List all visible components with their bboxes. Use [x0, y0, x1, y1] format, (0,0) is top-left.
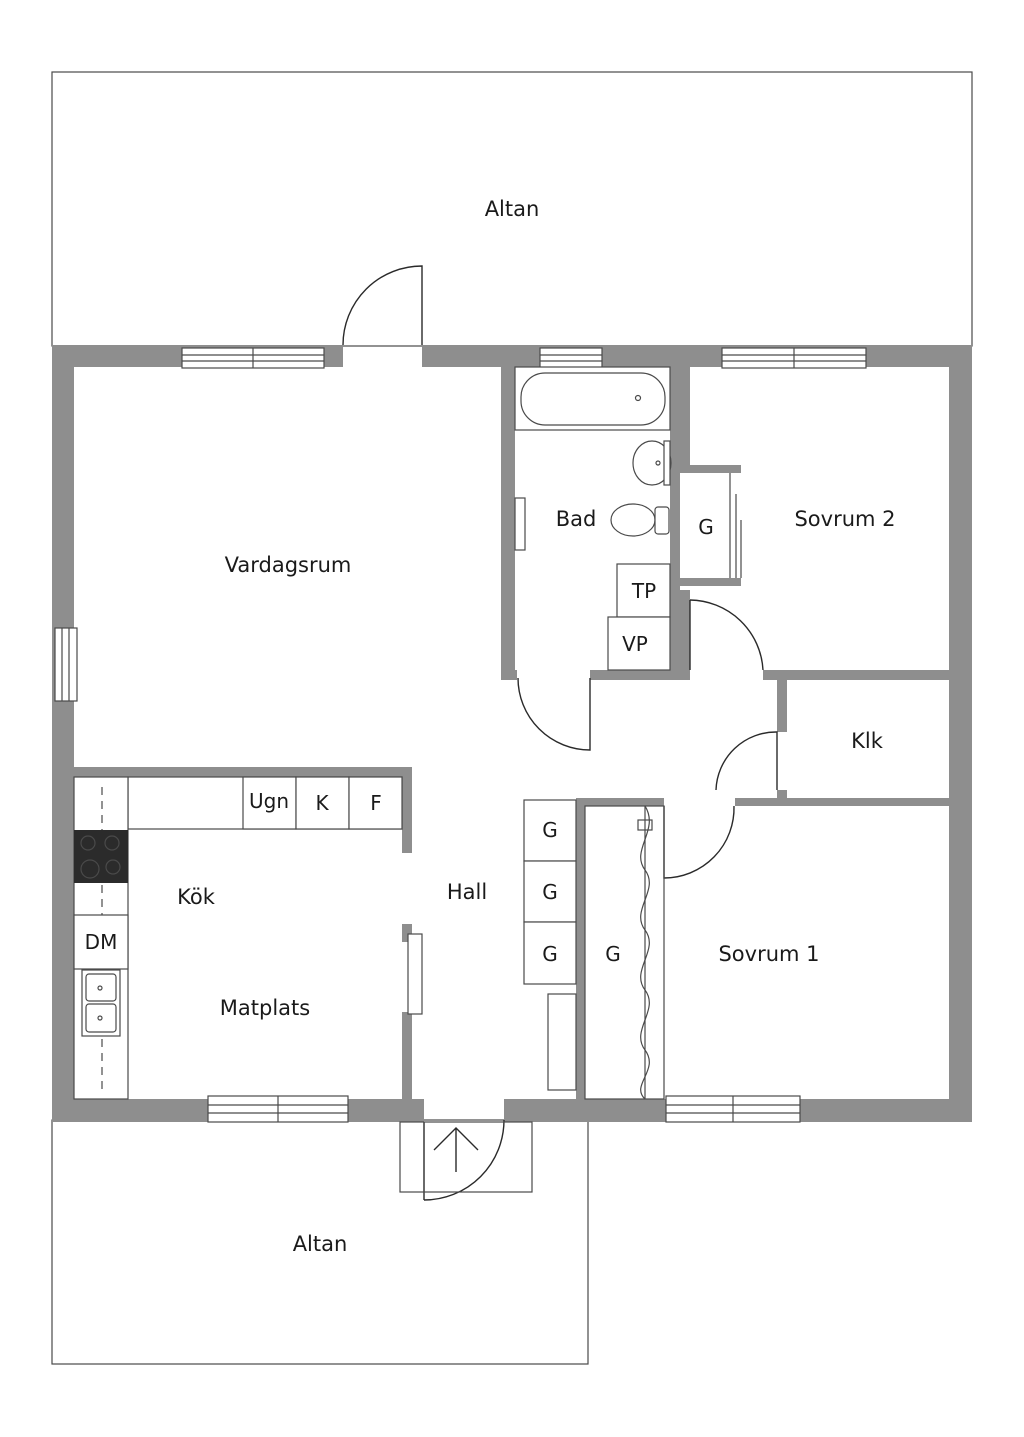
room-label-sovrum2: Sovrum 2	[794, 507, 895, 531]
wall-g-closet-top	[680, 465, 741, 473]
door-sovrum1	[663, 805, 735, 879]
g-hall-box-1	[523, 799, 577, 862]
room-labels: Altan Vardagsrum Bad Sovrum 2 Klk Kök Ha…	[177, 197, 895, 1256]
window-vardagsrum-left	[54, 627, 78, 702]
wardrobe-sovrum1	[584, 805, 665, 1100]
g-hall-box-3	[523, 921, 577, 985]
entrance-arrow-icon	[433, 1127, 479, 1172]
wall-kitchen-top	[74, 767, 412, 777]
wall-bad-bottom-left	[501, 670, 517, 680]
window-bad-top	[539, 347, 603, 369]
room-label-kok: Kök	[177, 885, 216, 909]
hall-wardrobes	[523, 799, 577, 1091]
label-g-hall-2: G	[542, 880, 558, 904]
vp-box	[607, 616, 671, 671]
label-vp: VP	[622, 632, 648, 656]
wall-sovrum1-top	[576, 798, 664, 806]
wall-right	[949, 345, 972, 1122]
label-dm: DM	[85, 930, 118, 954]
wall-sovrum2-left-lower	[680, 590, 690, 680]
wall-klk-bottom	[735, 798, 951, 806]
label-k: K	[315, 791, 329, 815]
label-g-sovrum1: G	[605, 942, 621, 966]
wall-klk-left-stub	[777, 790, 787, 800]
k-box	[295, 776, 350, 830]
room-label-altan-top: Altan	[485, 197, 540, 221]
door-sovrum2	[689, 599, 764, 671]
label-ugn: Ugn	[249, 789, 289, 813]
tp-box	[616, 563, 671, 618]
wardrobe-sovrum2	[729, 473, 742, 578]
toilet	[610, 503, 656, 537]
window-kitchen-side	[407, 933, 423, 1015]
room-label-hall: Hall	[447, 880, 487, 904]
doors	[342, 265, 778, 1201]
wall-bad-bottom-right	[590, 670, 690, 680]
ugn-box	[242, 776, 297, 830]
wall-kitchen-right-lower	[402, 924, 412, 942]
wall-top-right	[422, 345, 972, 367]
room-label-altan-bottom: Altan	[293, 1232, 348, 1256]
f-box	[348, 776, 403, 830]
room-label-matplats: Matplats	[220, 996, 310, 1020]
room-label-klk: Klk	[851, 729, 884, 753]
door-entrance	[423, 1119, 505, 1201]
label-g-hall-3: G	[542, 942, 558, 966]
label-g-bad: G	[698, 515, 714, 539]
room-label-bad: Bad	[556, 507, 597, 531]
wall-sovrum1-left	[576, 798, 585, 1101]
wall-bad-right	[670, 365, 680, 680]
radiator-bad	[514, 497, 526, 551]
bathroom-fixtures	[514, 366, 672, 671]
hall-shelf	[547, 993, 577, 1091]
wall-kitchen-right-bottom	[402, 1012, 412, 1102]
door-bad	[517, 677, 591, 751]
wall-left	[52, 345, 74, 1122]
label-f: F	[370, 791, 382, 815]
stove	[74, 830, 128, 883]
wall-bad-left	[501, 365, 515, 680]
g-hall-box-2	[523, 860, 577, 923]
label-tp: TP	[631, 579, 656, 603]
windows	[54, 347, 867, 1123]
wall-klk-left	[777, 678, 787, 732]
entrance-step	[399, 1121, 533, 1193]
terraces	[51, 71, 973, 1365]
room-label-sovrum1: Sovrum 1	[718, 942, 819, 966]
door-altan-top	[342, 265, 423, 346]
wall-sovrum2-left-upper	[680, 365, 690, 472]
door-klk	[715, 731, 778, 791]
dm-box	[73, 914, 129, 970]
wall-kitchen-right-upper	[402, 767, 412, 853]
washbasin	[632, 440, 672, 486]
label-g-hall-1: G	[542, 818, 558, 842]
kitchen-fixtures	[73, 776, 403, 1100]
room-label-vardagsrum: Vardagsrum	[225, 553, 352, 577]
fixture-labels: Ugn K F DM TP VP G G G G G	[85, 515, 714, 966]
wall-sovrum2-bottom	[763, 670, 951, 680]
wall-g-closet-bottom	[680, 578, 741, 586]
interior-walls	[74, 365, 951, 1102]
